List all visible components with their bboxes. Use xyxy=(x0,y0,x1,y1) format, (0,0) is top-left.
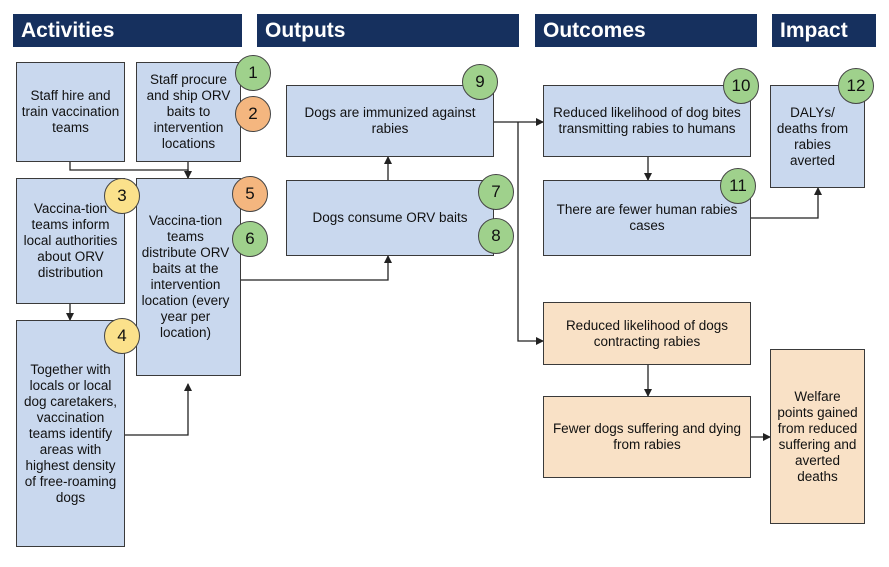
step-circle-3: 3 xyxy=(104,178,140,214)
header-impact: Impact xyxy=(772,14,876,47)
header-activities: Activities xyxy=(13,14,242,47)
step-circle-5: 5 xyxy=(232,176,268,212)
step-circle-8: 8 xyxy=(478,218,514,254)
arrow-identify-to-distribute xyxy=(124,383,192,436)
box-staff-hire: Staff hire and train vaccination teams xyxy=(16,62,125,162)
box-reduced-dogs: Reduced likelihood of dogs contracting r… xyxy=(543,302,751,365)
box-consume: Dogs consume ORV baits xyxy=(286,180,494,256)
step-circle-11: 11 xyxy=(720,168,756,204)
step-circle-10: 10 xyxy=(723,68,759,104)
box-welfare: Welfare points gained from reduced suffe… xyxy=(770,349,865,524)
arrow-immunized-to-dogs xyxy=(517,122,544,345)
step-circle-4: 4 xyxy=(104,318,140,354)
step-circle-9: 9 xyxy=(462,64,498,100)
header-outcomes: Outcomes xyxy=(535,14,757,47)
box-fewer-human: There are fewer human rabies cases xyxy=(543,180,751,256)
box-staff-procure: Staff procure and ship ORV baits to inte… xyxy=(136,62,241,162)
step-circle-6: 6 xyxy=(232,221,268,257)
step-circle-1: 1 xyxy=(235,55,271,91)
box-distribute: Vaccina-tion teams distribute ORV baits … xyxy=(136,178,241,376)
arrow-fewer-human-to-dalys xyxy=(750,187,822,219)
box-immunized: Dogs are immunized against rabies xyxy=(286,85,494,157)
header-outputs: Outputs xyxy=(257,14,519,47)
box-reduced-bites: Reduced likelihood of dog bites transmit… xyxy=(543,85,751,157)
box-fewer-dogs: Fewer dogs suffering and dying from rabi… xyxy=(543,396,751,478)
arrow-hire-to-inform xyxy=(69,162,192,179)
step-circle-12: 12 xyxy=(838,68,874,104)
box-identify-areas: Together with locals or local dog careta… xyxy=(16,320,125,547)
step-circle-7: 7 xyxy=(478,174,514,210)
arrow-distribute-to-consume xyxy=(240,255,392,281)
step-circle-2: 2 xyxy=(235,96,271,132)
